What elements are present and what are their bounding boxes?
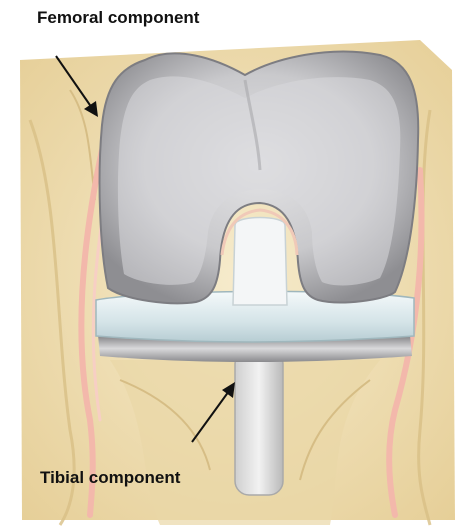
- tibial-post: [233, 218, 287, 306]
- tibial-component-label: Tibial component: [40, 469, 180, 486]
- femoral-component-label: Femoral component: [37, 9, 199, 26]
- tibial-stem: [235, 350, 283, 495]
